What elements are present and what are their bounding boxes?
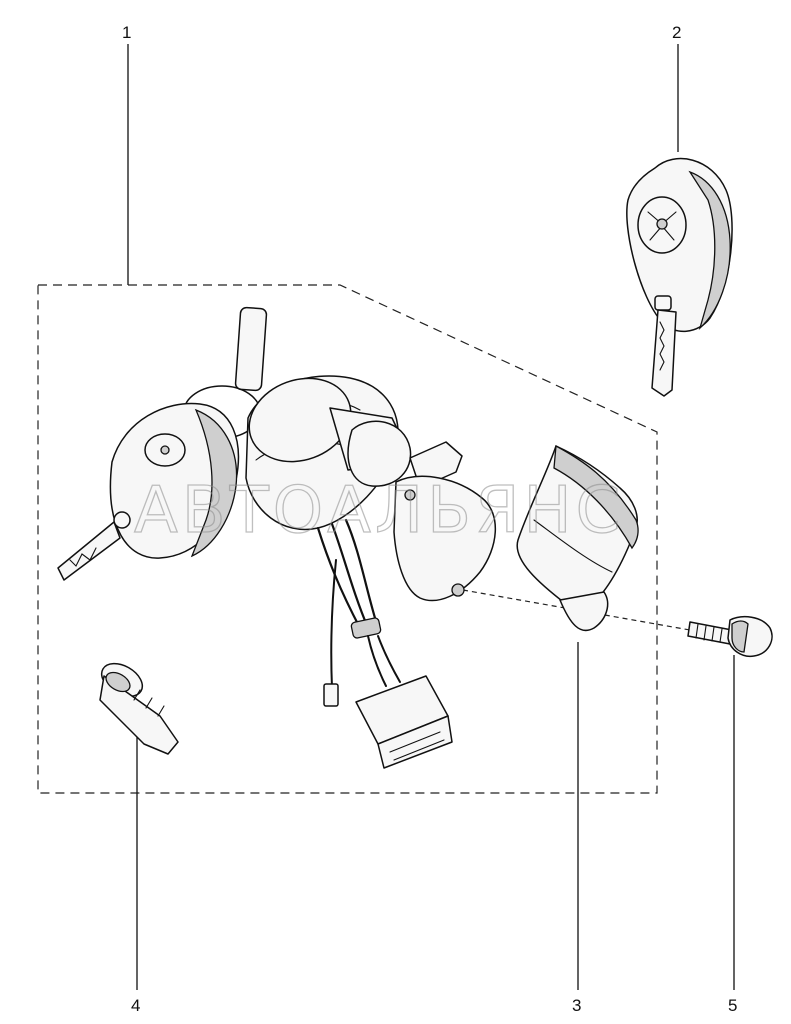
- ignition-switch-assembly-icon: [57, 306, 496, 769]
- callout-4: 4: [131, 996, 140, 1015]
- callout-3: 3: [572, 996, 581, 1015]
- callout-1: 1: [122, 23, 131, 42]
- kit-boundary: [37, 284, 658, 794]
- leader-lines: [127, 44, 735, 990]
- callout-5: 5: [728, 996, 737, 1015]
- remote-key-icon: [626, 158, 733, 397]
- bracket-clip-icon: [516, 444, 639, 632]
- watermark-text: АВТОАЛЬЯНС: [134, 474, 624, 548]
- bolt-icon: [687, 615, 773, 658]
- callout-2: 2: [672, 23, 681, 42]
- lock-cylinder-icon: [99, 662, 179, 755]
